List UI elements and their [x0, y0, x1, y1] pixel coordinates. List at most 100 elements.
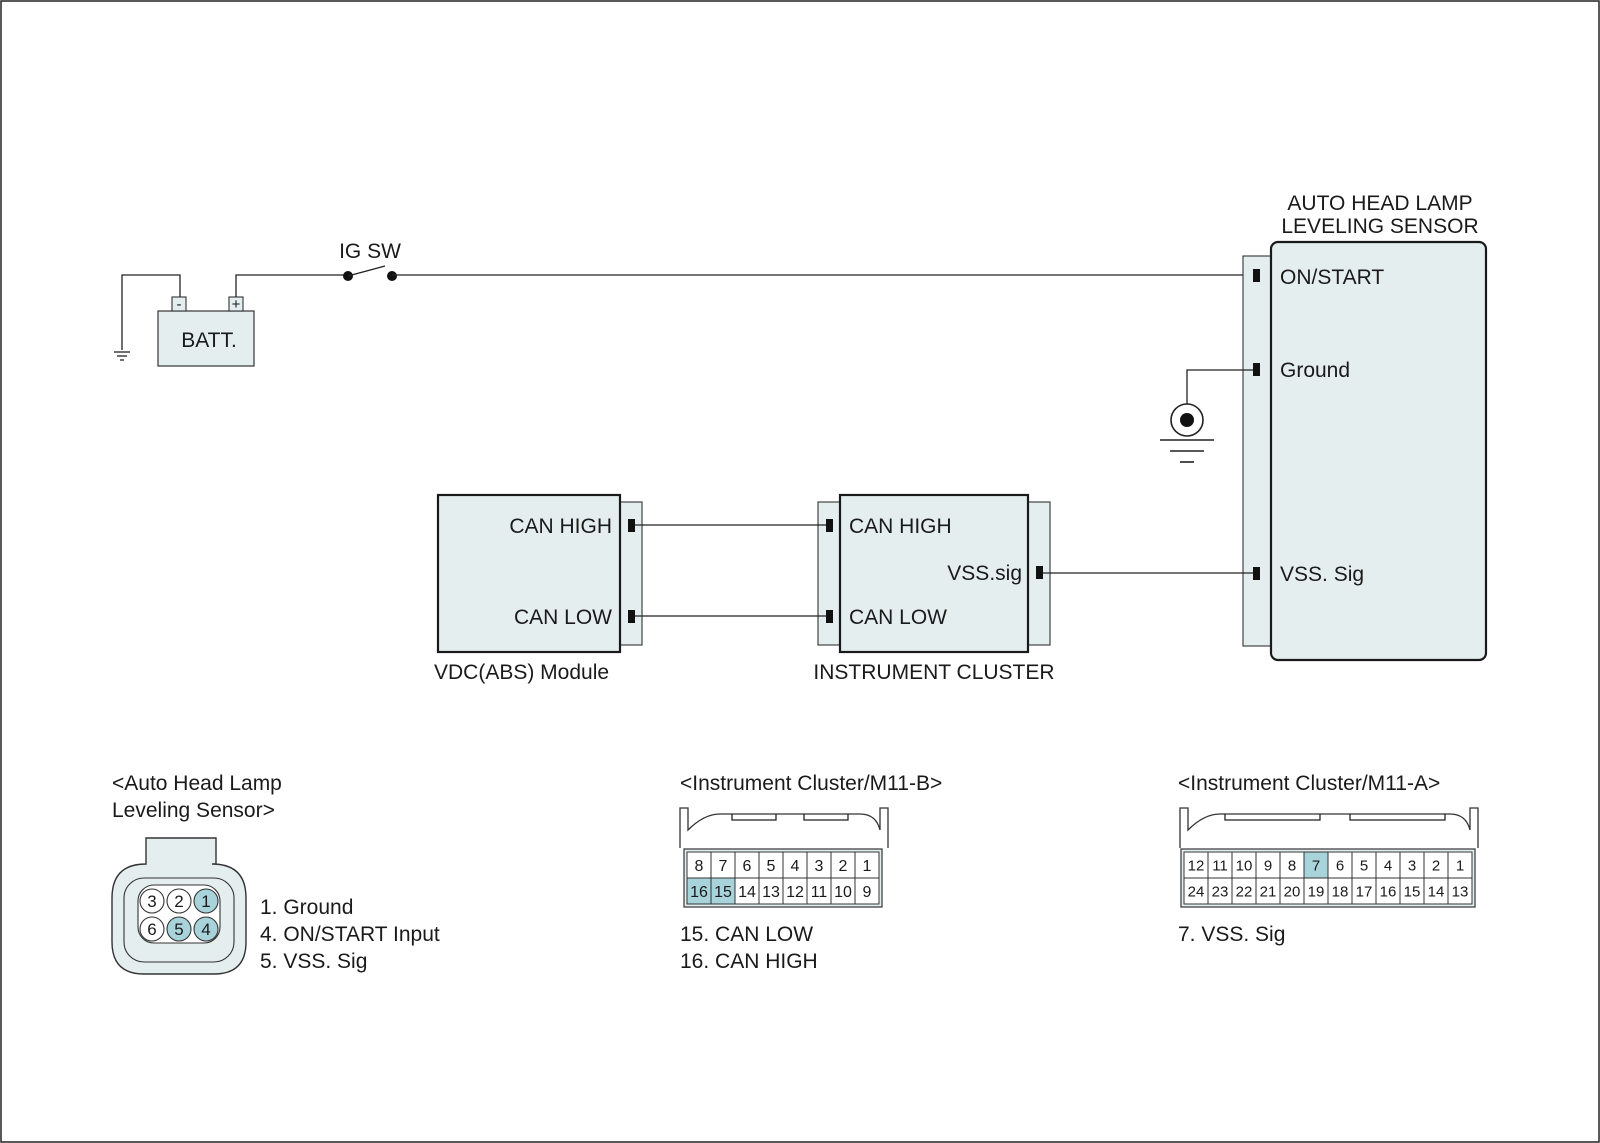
connector-m11b-housing [679, 807, 889, 848]
sensor-title-line2: LEVELING SENSOR [1281, 215, 1478, 238]
connector-sensor-pin [166, 888, 192, 914]
connector-m11b-pin-number: 1 [863, 858, 872, 875]
connector-m11b-pin-cell [854, 851, 880, 879]
ig-switch-contact-right [387, 271, 397, 281]
vdc-pin-can-high: CAN HIGH [509, 515, 612, 538]
connector-sensor-pin-number: 4 [201, 920, 210, 939]
connector-m11a-pin-cell [1327, 851, 1353, 879]
battery-label: BATT. [181, 329, 237, 352]
connector-m11a-housing [1179, 807, 1479, 848]
connector-m11b-pin-cell [734, 877, 760, 905]
connector-m11a-pin-cell [1279, 851, 1305, 879]
vdc-can-high-terminal [628, 519, 635, 532]
connector-sensor-pin-number: 2 [174, 892, 183, 911]
connector-sensor-legend: 1. Ground 4. ON/START Input 5. VSS. Sig [260, 896, 440, 973]
leveling-sensor: AUTO HEAD LAMP LEVELING SENSOR ON/START … [1160, 192, 1488, 662]
connector-m11a-pin-cell [1351, 851, 1377, 879]
connector-m11a-pin-number: 7 [1312, 857, 1320, 874]
battery-circuit: - + BATT. IG SW [114, 240, 1252, 367]
vdc-box [436, 493, 622, 654]
connector-m11a-pin-number: 12 [1188, 857, 1205, 874]
connector-m11a-pin-cell [1183, 877, 1209, 905]
connector-m11b-pin-number: 6 [743, 858, 752, 875]
connector-m11a-pin-number: 20 [1284, 883, 1301, 900]
connector-m11b-pin-cell [710, 877, 736, 905]
connector-m11a-pin-cell [1375, 877, 1401, 905]
cluster-label: INSTRUMENT CLUSTER [813, 661, 1054, 684]
sensor-pin-vss: VSS. Sig [1280, 563, 1364, 586]
connector-m11a-latch [1224, 814, 1321, 821]
connector-m11a-legend-item: 7. VSS. Sig [1178, 923, 1285, 946]
connector-m11a-pin-number: 6 [1336, 857, 1344, 874]
connector-m11b-pin-number: 7 [719, 858, 728, 875]
battery-negative-terminal [171, 296, 187, 312]
sensor-pin-on-start-terminal [1253, 269, 1260, 282]
connector-m11a-pin-number: 4 [1384, 857, 1392, 874]
connector-m11b-pin-cell [782, 877, 808, 905]
ig-switch [343, 265, 397, 281]
connector-m11a-pin-number: 17 [1356, 883, 1373, 900]
connector-m11a-pin-number: 15 [1404, 883, 1421, 900]
sensor-pin-vss-terminal [1253, 567, 1260, 580]
vdc-label: VDC(ABS) Module [434, 661, 609, 684]
connector-m11a-title: <Instrument Cluster/M11-A> [1178, 772, 1440, 795]
connector-m11b-latch [731, 814, 777, 821]
connector-m11a-pin-number: 16 [1380, 883, 1397, 900]
connector-sensor-title-line2: Leveling Sensor> [112, 799, 275, 822]
connector-m11b-pin-cell [686, 877, 712, 905]
connector-m11b-pin-cell [758, 877, 784, 905]
connector-sensor-legend-item: 1. Ground [260, 896, 353, 919]
connector-m11b-pin-number: 12 [786, 884, 804, 901]
connector-m11a-pin-number: 11 [1212, 857, 1228, 874]
connector-sensor-pin-number: 5 [174, 920, 183, 939]
connector-m11a-pin-cell [1231, 877, 1257, 905]
connector-sensor-title-line1: <Auto Head Lamp [112, 772, 282, 795]
cluster-vss-terminal [1036, 566, 1043, 579]
connector-m11b-pin-cell [830, 851, 856, 879]
connector-m11b-pin-number: 15 [714, 884, 732, 901]
connector-m11b-pin-cell [830, 877, 856, 905]
connector-m11b-pin-number: 14 [738, 884, 756, 901]
connector-m11b-pin-number: 10 [834, 884, 852, 901]
connector-m11b-pin-number: 2 [839, 858, 848, 875]
connector-m11b-pin-number: 8 [695, 858, 704, 875]
connector-m11a-pin-number: 8 [1288, 857, 1296, 874]
connector-m11b-legend-item: 16. CAN HIGH [680, 950, 818, 973]
connector-m11b-pin-number: 11 [811, 884, 828, 901]
sensor-pin-ground-terminal [1253, 363, 1260, 376]
connector-m11a-pin-cell [1423, 851, 1449, 879]
connector-m11a-pin-number: 2 [1432, 857, 1440, 874]
battery [157, 310, 255, 367]
battery-positive-sign: + [232, 296, 241, 313]
cluster-can-high-terminal [826, 519, 833, 532]
connector-m11b-pin-number: 13 [762, 884, 780, 901]
connector-m11a-legend: 7. VSS. Sig [1178, 923, 1285, 946]
connector-m11a-pin-number: 9 [1264, 857, 1272, 874]
connector-m11b-legend: 15. CAN LOW 16. CAN HIGH [680, 923, 818, 973]
body-ground-icon [1160, 403, 1214, 463]
connector-m11a-latch [1349, 814, 1446, 821]
connector-m11a-pin-number: 18 [1332, 883, 1349, 900]
connector-m11b-pin-number: 3 [815, 858, 824, 875]
sensor-pin-ground: Ground [1280, 359, 1350, 382]
chassis-ground-icon [114, 351, 130, 361]
cluster-pin-can-low: CAN LOW [849, 606, 947, 629]
connector-m11a-pin-number: 21 [1260, 883, 1277, 900]
vdc-module: CAN HIGH CAN LOW VDC(ABS) Module [434, 493, 643, 684]
connector-m11b-pin-number: 5 [767, 858, 776, 875]
connector-m11a-pin-cell [1303, 877, 1329, 905]
connector-sensor-pin [139, 888, 165, 914]
connector-sensor-pin [193, 888, 219, 914]
connector-m11a-pin-number: 13 [1452, 883, 1469, 900]
connector-sensor-legend-item: 4. ON/START Input [260, 923, 440, 946]
sensor-connector-tab [1242, 255, 1272, 647]
connector-m11b-pin-number: 16 [690, 884, 708, 901]
connector-m11a-pin-number: 14 [1428, 883, 1445, 900]
ig-switch-lever [347, 265, 386, 277]
instrument-cluster: CAN HIGH VSS.sig CAN LOW INSTRUMENT CLUS… [813, 493, 1055, 684]
connector-m11b-title: <Instrument Cluster/M11-B> [680, 772, 942, 795]
